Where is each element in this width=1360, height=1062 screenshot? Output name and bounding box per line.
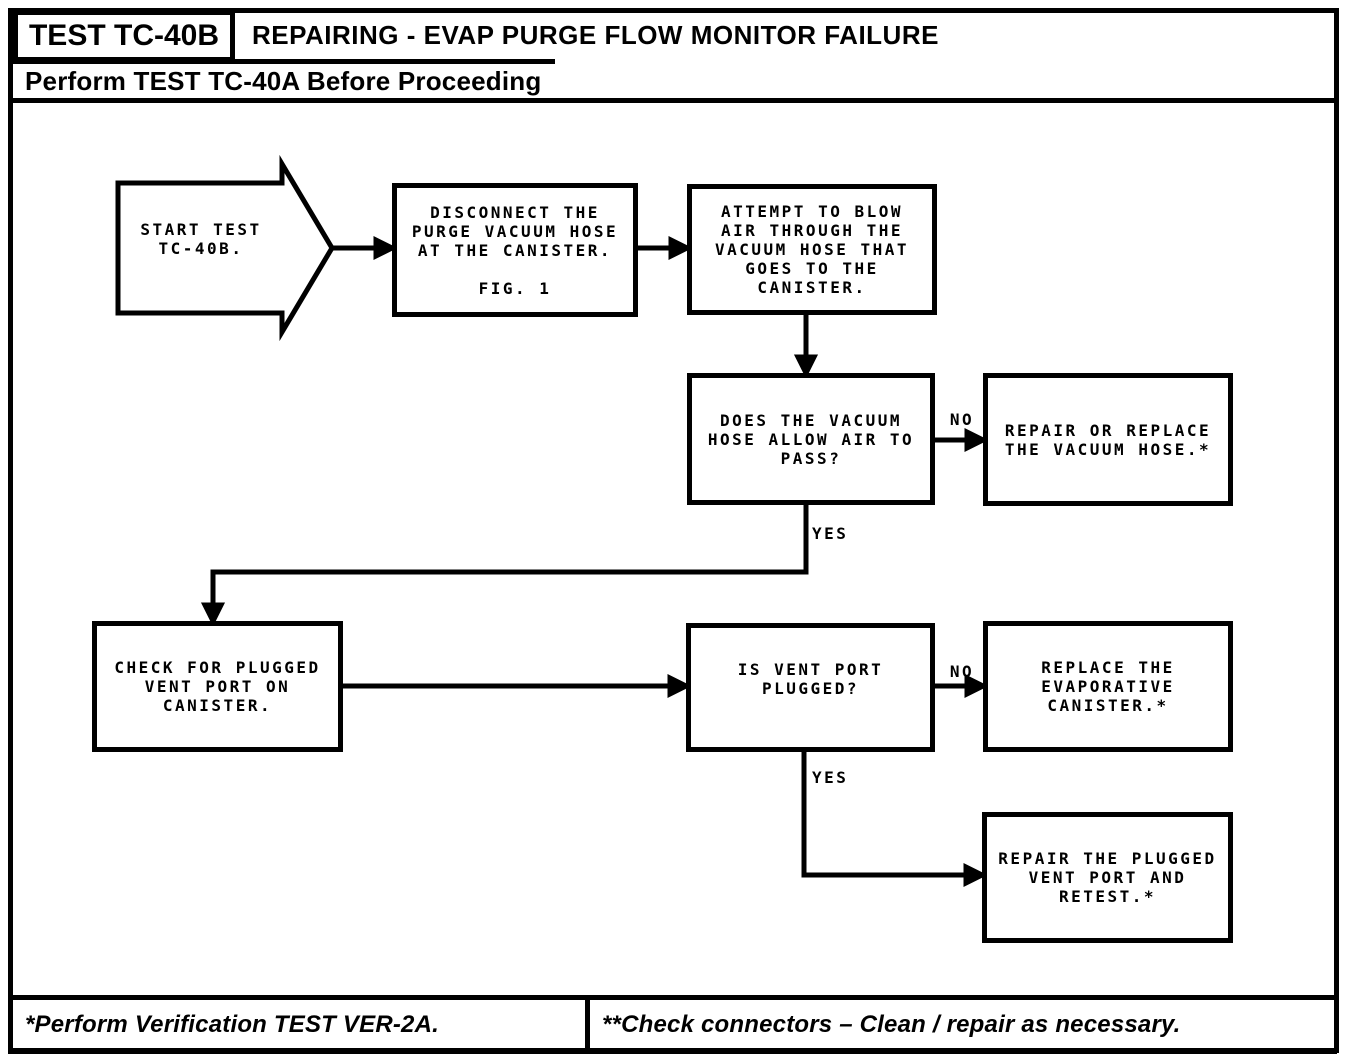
decision-box-label: DOES THE VACUUM HOSE ALLOW AIR TO PASS? (707, 410, 915, 468)
process-box-blow-air: ATTEMPT TO BLOW AIR THROUGH THE VACUUM H… (687, 184, 937, 315)
footer-note-verification: *Perform Verification TEST VER-2A. (25, 1010, 440, 1038)
arrowhead (963, 862, 988, 888)
start-node: START TEST TC-40B. (118, 183, 284, 314)
arrowhead (200, 602, 226, 627)
edge-label-yes: YES (812, 768, 849, 787)
test-id-box: TEST TC-40B (13, 10, 235, 62)
decision-box-hose-pass: DOES THE VACUUM HOSE ALLOW AIR TO PASS? (687, 373, 935, 505)
process-box-label: DISCONNECT THE PURGE VACUUM HOSE AT THE … (411, 202, 619, 298)
action-box-repair-hose: REPAIR OR REPLACE THE VACUUM HOSE.* (983, 373, 1233, 506)
process-box-disconnect-hose: DISCONNECT THE PURGE VACUUM HOSE AT THE … (392, 183, 638, 317)
process-box-check-vent: CHECK FOR PLUGGED VENT PORT ON CANISTER. (92, 621, 343, 752)
action-box-label: REPAIR THE PLUGGED VENT PORT AND RETEST.… (998, 849, 1217, 906)
process-box-label: ATTEMPT TO BLOW AIR THROUGH THE VACUUM H… (714, 202, 910, 297)
edge-label-yes: YES (812, 524, 849, 543)
page-title: REPAIRING - EVAP PURGE FLOW MONITOR FAIL… (252, 19, 939, 50)
start-arrow-shape (115, 154, 335, 342)
arrowhead (793, 354, 819, 379)
arrowhead (667, 673, 692, 699)
start-node-label: START TEST TC-40B. (140, 219, 262, 258)
action-box-label: REPLACE THE EVAPORATIVE CANISTER.* (1041, 658, 1175, 715)
action-box-repair-vent: REPAIR THE PLUGGED VENT PORT AND RETEST.… (982, 812, 1233, 943)
arrowhead (373, 235, 398, 261)
edge-label-no: NO (949, 662, 975, 681)
edge-label-no: NO (949, 410, 975, 429)
action-box-label: REPAIR OR REPLACE THE VACUUM HOSE.* (1004, 420, 1212, 459)
decision-box-label: IS VENT PORT PLUGGED? (737, 660, 884, 698)
flow-connectors (200, 235, 989, 888)
process-box-label: CHECK FOR PLUGGED VENT PORT ON CANISTER. (114, 658, 321, 715)
test-id-label: TEST TC-40B (28, 19, 220, 52)
arrowhead (964, 427, 989, 453)
arrowhead (668, 235, 693, 261)
footer-note-connectors: **Check connectors – Clean / repair as n… (602, 1010, 1181, 1038)
decision-box-vent-plugged: IS VENT PORT PLUGGED? (686, 623, 935, 752)
page-subtitle: Perform TEST TC-40A Before Proceeding (25, 65, 542, 96)
action-box-replace-canister: REPLACE THE EVAPORATIVE CANISTER.* (983, 621, 1233, 752)
arrowhead (964, 673, 989, 699)
page-borders (8, 8, 1339, 1054)
